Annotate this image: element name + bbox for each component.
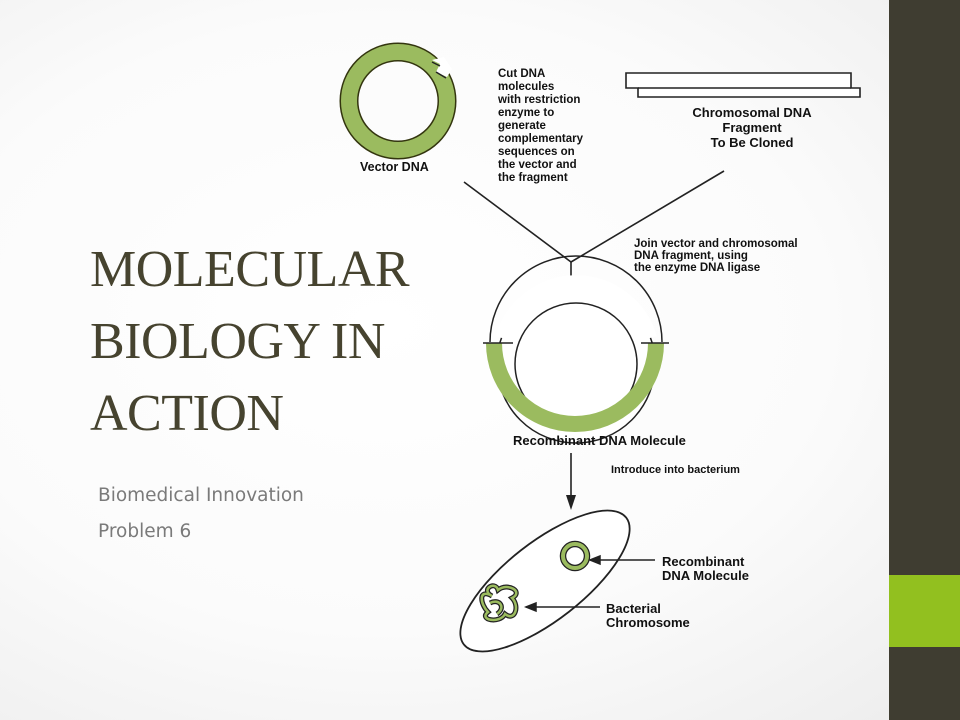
- svg-text:Cut DNA: Cut DNA: [498, 68, 545, 80]
- svg-text:the enzyme DNA ligase: the enzyme DNA ligase: [634, 262, 760, 274]
- svg-text:complementary: complementary: [498, 133, 584, 145]
- fragment-label: Chromosomal DNA Fragment To Be Cloned: [692, 105, 812, 150]
- title-line: MOLECULAR: [90, 241, 410, 298]
- recombinant-label: Recombinant DNA Molecule: [513, 433, 686, 448]
- subtitle-line: Problem 6: [98, 521, 192, 542]
- vector-dna-ring: [339, 42, 457, 160]
- introduce-arrow: [566, 453, 576, 510]
- svg-text:Chromosome: Chromosome: [606, 615, 690, 630]
- introduce-note: Introduce into bacterium: [611, 464, 740, 476]
- svg-text:Recombinant: Recombinant: [662, 554, 745, 569]
- cut-note: Cut DNA molecules with restriction enzym…: [497, 68, 584, 184]
- dna-fragment-shape: [625, 72, 861, 98]
- svg-text:DNA Molecule: DNA Molecule: [662, 568, 749, 583]
- svg-text:Fragment: Fragment: [722, 120, 782, 135]
- svg-text:DNA fragment, using: DNA fragment, using: [634, 250, 748, 262]
- vector-dna-label: Vector DNA: [360, 160, 429, 174]
- cell-labels: Recombinant DNA Molecule Bacterial Chrom…: [606, 554, 749, 630]
- svg-text:Chromosomal DNA: Chromosomal DNA: [692, 105, 812, 120]
- svg-text:the vector and: the vector and: [498, 159, 577, 171]
- svg-text:To Be Cloned: To Be Cloned: [711, 135, 794, 150]
- slide-title: MOLECULAR BIOLOGY IN ACTION: [90, 234, 450, 450]
- svg-text:Bacterial: Bacterial: [606, 601, 661, 616]
- accent-block: [889, 575, 960, 647]
- subtitle-line: Biomedical Innovation: [98, 485, 304, 506]
- svg-text:with restriction: with restriction: [497, 94, 580, 106]
- title-line: BIOLOGY IN: [90, 313, 385, 370]
- slide-subtitle: Biomedical Innovation Problem 6: [98, 478, 304, 550]
- svg-text:generate: generate: [498, 120, 546, 132]
- svg-text:enzyme to: enzyme to: [498, 107, 554, 119]
- recombinant-ring: [483, 255, 669, 444]
- svg-text:the fragment: the fragment: [498, 172, 568, 184]
- svg-text:Join vector and chromosomal: Join vector and chromosomal: [634, 238, 798, 250]
- title-line: ACTION: [90, 385, 284, 442]
- cloning-diagram: Vector DNA Cut DNA molecules with restri…: [339, 42, 861, 653]
- bacterium-cell: [459, 509, 631, 653]
- join-note: Join vector and chromosomal DNA fragment…: [634, 238, 798, 274]
- svg-text:molecules: molecules: [498, 81, 554, 93]
- cell-pointers: [523, 554, 655, 613]
- svg-text:sequences on: sequences on: [498, 146, 575, 158]
